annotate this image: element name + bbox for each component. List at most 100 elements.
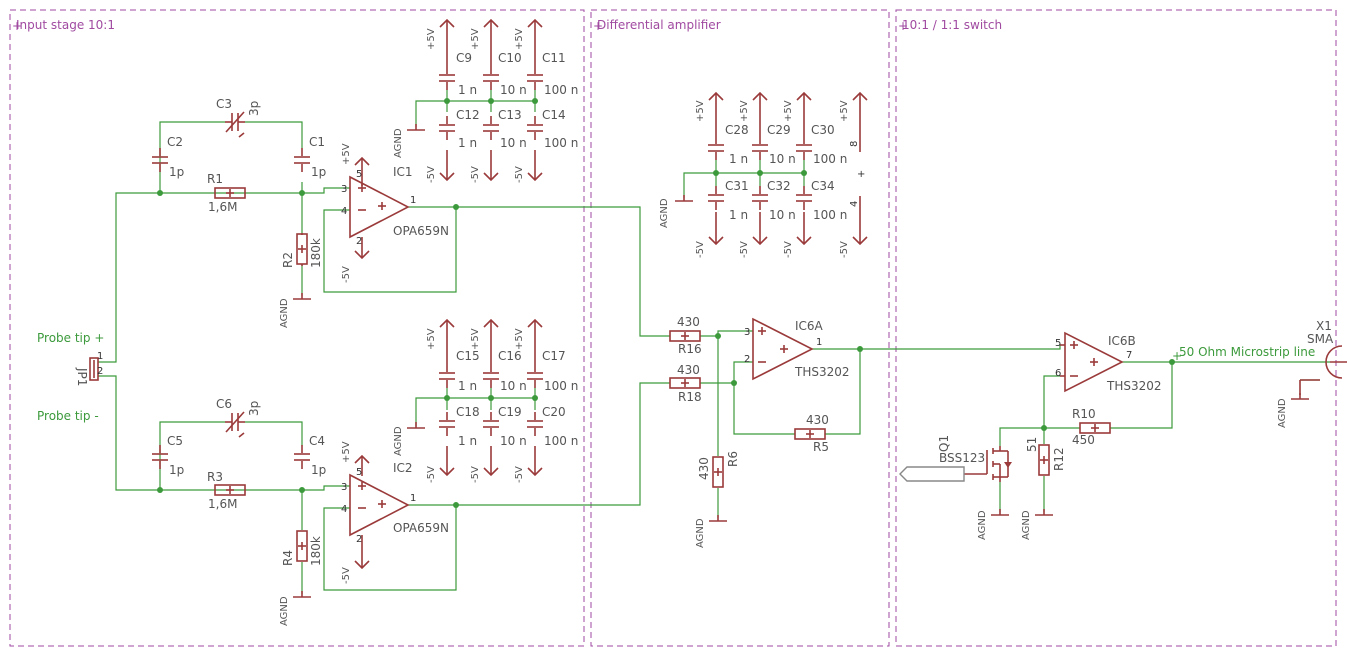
svg-text:100 n: 100 n <box>544 83 578 97</box>
diff-amp-frame <box>590 9 890 647</box>
sma-connector-x1[interactable]: X1 SMA <box>1300 319 1347 381</box>
capacitor-c10[interactable]: C10 10 n <box>482 51 527 97</box>
svg-text:+5V: +5V <box>739 100 750 122</box>
svg-text:+: + <box>857 169 865 180</box>
svg-text:100 n: 100 n <box>813 208 847 222</box>
svg-text:+: + <box>898 19 908 33</box>
probe-tip-pos-label: Probe tip + <box>37 331 104 345</box>
svg-text:C17: C17 <box>542 349 566 363</box>
svg-text:-5V: -5V <box>426 466 437 483</box>
capacitor-c5[interactable]: C5 1p <box>151 434 184 477</box>
svg-text:3p: 3p <box>247 101 261 116</box>
svg-text:-5V: -5V <box>426 166 437 183</box>
resistor-r1[interactable]: R1 1,6M <box>207 172 246 214</box>
resistor-r10[interactable]: R10 450 <box>1072 407 1111 447</box>
svg-text:10 n: 10 n <box>500 434 527 448</box>
svg-text:AGND: AGND <box>279 298 290 328</box>
trimmer-capacitor-c6[interactable]: C6 3p <box>216 397 261 438</box>
capacitor-c2[interactable]: C2 1p <box>151 135 184 179</box>
ic2-value: OPA659N <box>393 521 449 535</box>
svg-text:2: 2 <box>97 366 103 377</box>
svg-text:-5V: -5V <box>695 241 706 258</box>
svg-text:AGND: AGND <box>1277 398 1288 428</box>
resistor-r6[interactable]: 430 R6 <box>697 451 740 488</box>
svg-text:4: 4 <box>849 201 860 207</box>
svg-text:+5V: +5V <box>514 28 525 50</box>
svg-text:X1: X1 <box>1316 319 1332 333</box>
jp1-connector[interactable]: 1 2 JP1 <box>75 351 103 386</box>
svg-text:+5V: +5V <box>470 28 481 50</box>
resistor-r18[interactable]: 430 R18 <box>669 363 702 404</box>
svg-text:R5: R5 <box>813 440 829 454</box>
svg-text:10 n: 10 n <box>500 83 527 97</box>
capacitor-c9[interactable]: C91 n <box>438 51 477 97</box>
svg-text:+5V: +5V <box>514 328 525 350</box>
svg-text:-5V: -5V <box>470 166 481 183</box>
svg-text:2: 2 <box>356 236 362 247</box>
svg-text:3: 3 <box>341 184 347 195</box>
wires <box>98 90 1330 594</box>
opamp-ic6a[interactable]: 3 2 1 IC6A THS3202 <box>744 317 850 381</box>
svg-text:+: + <box>593 19 603 33</box>
svg-text:1 n: 1 n <box>458 136 477 150</box>
switch-frame <box>895 9 1337 647</box>
resistor-r12[interactable]: 51 R12 <box>1025 437 1066 476</box>
ic1-value: OPA659N <box>393 224 449 238</box>
resistor-r3[interactable]: R3 1,6M <box>207 470 246 511</box>
svg-text:R12: R12 <box>1052 447 1066 471</box>
svg-text:4: 4 <box>341 206 347 217</box>
svg-text:5: 5 <box>356 169 362 180</box>
trimmer-capacitor-c3[interactable]: C3 3p <box>216 97 261 138</box>
svg-text:1: 1 <box>410 195 416 206</box>
svg-text:+5V: +5V <box>470 328 481 350</box>
opamp-ic6b[interactable]: 5 6 7 IC6B THS3202 <box>1055 331 1162 393</box>
svg-text:+: + <box>12 19 22 33</box>
svg-text:1: 1 <box>410 493 416 504</box>
svg-text:C28: C28 <box>725 123 749 137</box>
resistor-r5[interactable]: 430 R5 <box>794 413 829 454</box>
switch-control-port[interactable] <box>899 466 965 482</box>
capacitor-c4[interactable]: C4 1p <box>293 434 326 477</box>
mosfet-q1[interactable]: Q1 BSS123 <box>937 435 1012 482</box>
svg-text:+5V: +5V <box>426 328 437 350</box>
svg-text:R2: R2 <box>281 252 295 268</box>
resistor-r16[interactable]: 430 R16 <box>669 315 702 356</box>
svg-text:C5: C5 <box>167 434 183 448</box>
svg-text:1p: 1p <box>311 165 326 179</box>
ic6b-label: IC6B <box>1108 334 1136 348</box>
capacitor-c1[interactable]: C1 1p <box>293 135 326 179</box>
svg-text:3: 3 <box>744 327 750 338</box>
svg-text:AGND: AGND <box>1021 510 1032 540</box>
svg-text:C2: C2 <box>167 135 183 149</box>
resistor-r2[interactable]: R2 180k <box>281 233 323 268</box>
svg-text:1: 1 <box>816 337 822 348</box>
svg-text:2: 2 <box>744 354 750 365</box>
svg-text:180k: 180k <box>309 238 323 268</box>
svg-text:C10: C10 <box>498 51 522 65</box>
svg-text:-5V: -5V <box>341 567 352 584</box>
diff-amp-label: Differential amplifier <box>597 18 721 32</box>
svg-text:51: 51 <box>1025 437 1039 452</box>
svg-text:C6: C6 <box>216 397 232 411</box>
resistor-r4[interactable]: R4 180k <box>281 530 323 566</box>
opamp-ic2[interactable]: 3 4 1 2 5 IC2 OPA659N +5V -5V <box>341 441 449 584</box>
opamp-ic1[interactable]: 3 4 1 2 5 IC1 OPA659N +5V -5V <box>341 143 449 283</box>
q1-label: BSS123 <box>939 451 985 465</box>
